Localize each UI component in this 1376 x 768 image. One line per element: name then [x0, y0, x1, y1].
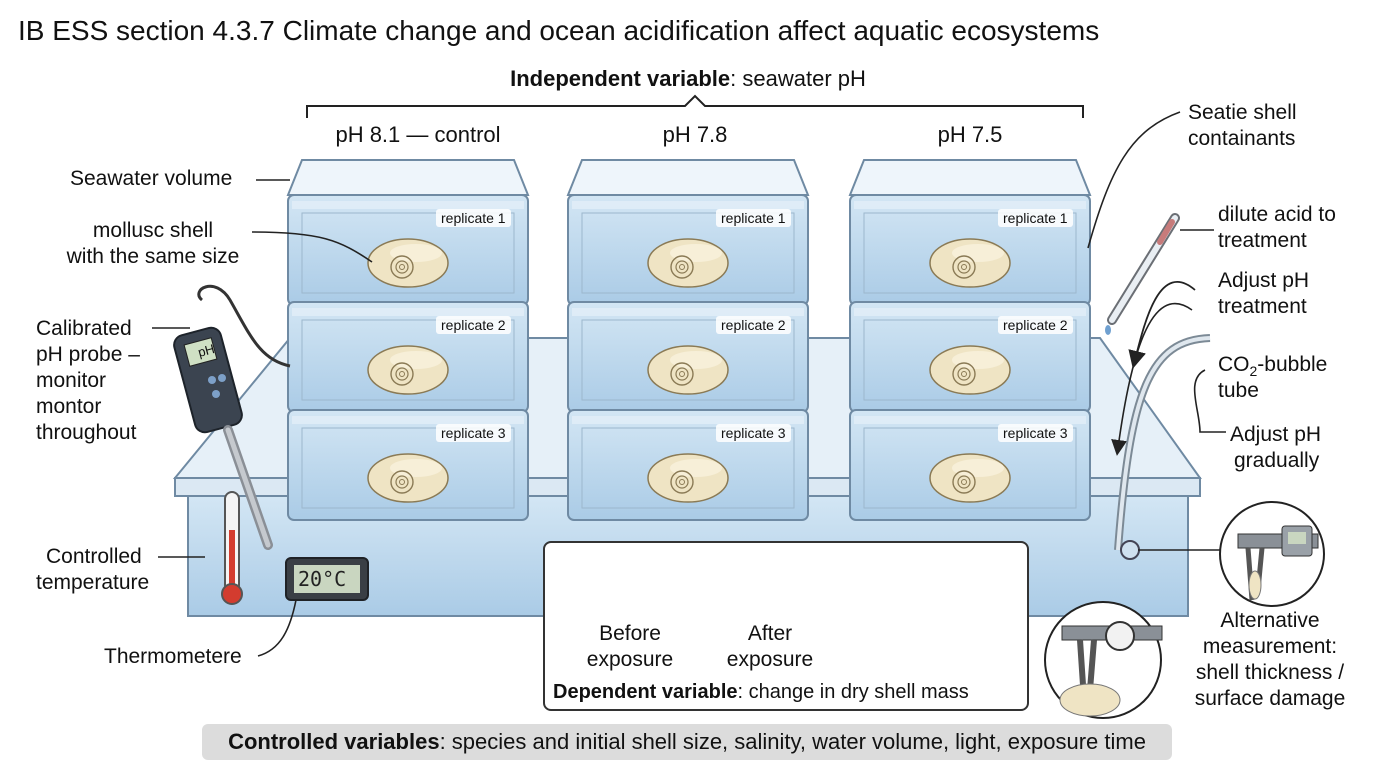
caliper-magnifier-top [1219, 501, 1325, 607]
replicate-label: replicate 2 [998, 316, 1073, 334]
page-title: IB ESS section 4.3.7 Climate change and … [18, 15, 1100, 46]
alt-measure-line1: Alternative [1220, 609, 1320, 632]
temperature-display-value: 20°C [298, 567, 347, 591]
mollusc-shell-icon [367, 345, 449, 395]
probe-label-line1: Calibrated [36, 317, 132, 340]
adjust-ph-label-line2: treatment [1218, 295, 1307, 318]
co2-tube-icon [1114, 334, 1225, 560]
acid-label-line2: treatment [1218, 229, 1307, 252]
seatie-label-line2: containants [1188, 127, 1296, 150]
mollusc-shell-icon [929, 238, 1011, 288]
co2-tube-label-line1: CO2-bubble [1218, 353, 1328, 380]
controlled-variables-bar: Controlled variables: species and initia… [202, 724, 1172, 760]
shell-label-line2: with the same size [66, 245, 240, 268]
replicate-label: replicate 1 [998, 209, 1073, 227]
column-header-ph75: pH 7.5 [937, 122, 1003, 147]
tank-lid [848, 159, 1092, 196]
alt-measure-line4: surface damage [1194, 687, 1346, 710]
probe-label-line2: pH probe – [36, 343, 140, 366]
alt-measure-line2: measurement: [1202, 635, 1338, 658]
column-header-control: pH 8.1 — control [335, 122, 501, 147]
independent-variable-bold: Independent variable [510, 66, 731, 91]
thermometer-icon [221, 491, 243, 605]
mollusc-shell-icon [929, 345, 1011, 395]
mollusc-shell-icon [647, 453, 729, 503]
adjust-gradually-label-line2: gradually [1234, 449, 1320, 472]
alt-measure-line3: shell thickness / [1195, 661, 1345, 684]
mollusc-shell-icon [647, 345, 729, 395]
independent-variable-rest: : seawater pH [730, 66, 866, 91]
dependent-variable-panel: Before exposure After exposure Dependent… [543, 541, 1029, 711]
replicate-label: replicate 3 [436, 424, 511, 442]
ph-probe-icon [173, 284, 291, 550]
replicate-label: replicate 1 [716, 209, 791, 227]
thermometer-label: Thermometere [104, 645, 242, 668]
independent-bracket [306, 94, 1084, 118]
replicate-label: replicate 2 [716, 316, 791, 334]
seawater-volume-label: Seawater volume [70, 167, 233, 190]
probe-label-line5: throughout [36, 421, 137, 444]
adjust-gradually-label-line1: Adjust pH [1230, 423, 1322, 446]
column-header-ph78: pH 7.8 [662, 122, 728, 147]
leader-lines [152, 111, 1226, 657]
after-label-line1: After [747, 622, 793, 645]
dependent-variable-label: Dependent variable: change in dry shell … [553, 681, 969, 703]
before-label-line1: Before [599, 622, 661, 645]
caliper-magnifier-bottom [1044, 601, 1163, 719]
before-label-line2: exposure [586, 648, 674, 671]
mollusc-shell-icon [367, 238, 449, 288]
tank-lid [286, 159, 530, 196]
temperature-label-line1: Controlled [46, 545, 142, 568]
acid-label-line1: dilute acid to [1218, 203, 1336, 226]
controlled-variables-rest: : species and initial shell size, salini… [439, 729, 1146, 754]
mollusc-shell-icon [929, 453, 1011, 503]
replicate-label: replicate 2 [436, 316, 511, 334]
adjust-ph-label-line1: Adjust pH [1218, 269, 1310, 292]
after-label-line2: exposure [726, 648, 814, 671]
tank-replicate [849, 194, 1091, 306]
temperature-label-line2: temperature [36, 571, 150, 594]
replicate-label: replicate 1 [436, 209, 511, 227]
independent-variable-label: Independent variable: seawater pH [0, 66, 1376, 92]
tank-grid [286, 159, 1092, 521]
pipette-icon [1105, 213, 1180, 335]
replicate-label: replicate 3 [716, 424, 791, 442]
probe-label-line3: monitor [36, 369, 107, 392]
tank-lid [566, 159, 810, 196]
probe-label-line4: montor [36, 395, 102, 418]
co2-tube-label-line2: tube [1218, 379, 1259, 402]
shell-label-line1: mollusc shell [92, 219, 214, 242]
seatie-label-line1: Seatie shell [1188, 101, 1297, 124]
mollusc-shell-icon [647, 238, 729, 288]
replicate-label: replicate 3 [998, 424, 1073, 442]
mollusc-shell-icon [367, 453, 449, 503]
controlled-variables-bold: Controlled variables [228, 729, 440, 754]
